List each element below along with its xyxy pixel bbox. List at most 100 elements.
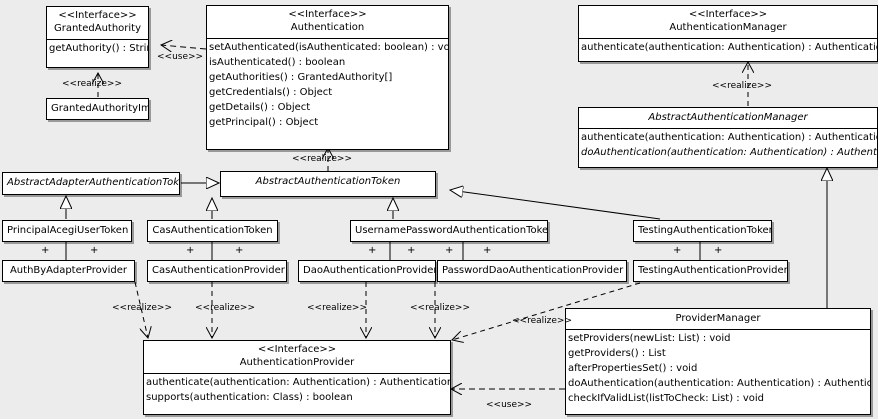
operation-item: getAuthorities() : GrantedAuthority[] xyxy=(209,72,393,83)
class-header-principal-acegi-user-token: PrincipalAcegiUserToken xyxy=(3,221,131,241)
operation-item: getAuthority() : String xyxy=(49,43,148,54)
edge-label-realize-abstract-authentication-token: <<realize>> xyxy=(292,154,352,164)
stereotype-label: <<Interface>> xyxy=(257,344,337,355)
class-header-dao-authentication-provider: DaoAuthenticationProvider xyxy=(299,261,435,281)
class-name-label: AuthByAdapterProvider xyxy=(9,265,128,276)
operation-item: isAuthenticated() : boolean xyxy=(209,57,346,68)
edge-label-realize-password-dao-authentication-provider: <<realize>> xyxy=(410,303,470,313)
operation-item: getProviders() : List xyxy=(568,348,666,359)
class-box-authentication-manager[interactable]: <<Interface>> AuthenticationManager auth… xyxy=(578,5,878,62)
class-header-abstract-authentication-token: AbstractAuthenticationToken xyxy=(221,172,435,192)
operations-compartment: authenticate(authentication: Authenticat… xyxy=(144,373,450,406)
class-name-label: Authentication xyxy=(290,22,365,33)
edge-label-realize-granted-authority-impl: <<realize>> xyxy=(62,79,122,89)
edge-label-realize-cas-authentication-provider: <<realize>> xyxy=(195,303,255,313)
class-name-label: TestingAuthenticationToken xyxy=(638,225,771,236)
association-marker: + xyxy=(407,245,416,256)
class-box-cas-authentication-token[interactable]: CasAuthenticationToken xyxy=(147,220,278,242)
class-box-testing-authentication-provider[interactable]: TestingAuthenticationProvider xyxy=(633,260,788,282)
class-box-granted-authority-impl[interactable]: GrantedAuthorityImpl xyxy=(46,98,149,120)
class-name-label: AuthenticationProvider xyxy=(239,357,355,368)
class-box-testing-authentication-token[interactable]: TestingAuthenticationToken xyxy=(633,220,772,242)
operation-item: getPrincipal() : Object xyxy=(209,117,319,128)
class-header-authentication-manager: <<Interface>> AuthenticationManager xyxy=(579,6,877,38)
class-box-provider-manager[interactable]: ProviderManager setProviders(newList: Li… xyxy=(565,308,871,415)
operation-item: authenticate(authentication: Authenticat… xyxy=(146,377,450,388)
class-box-abstract-authentication-manager[interactable]: AbstractAuthenticationManager authentica… xyxy=(578,107,878,168)
class-header-granted-authority-impl: GrantedAuthorityImpl xyxy=(47,99,148,119)
operation-item: doAuthentication(authentication: Authent… xyxy=(581,147,877,158)
class-header-testing-authentication-token: TestingAuthenticationToken xyxy=(634,221,771,241)
class-name-label: TestingAuthenticationProvider xyxy=(638,265,787,276)
class-name-label: ProviderManager xyxy=(675,313,761,324)
association-marker: + xyxy=(445,245,454,256)
edge-label-realize-auth-by-adapter-provider: <<realize>> xyxy=(112,303,172,313)
class-name-label: CasAuthenticationProvider xyxy=(152,265,285,276)
class-name-label: GrantedAuthorityImpl xyxy=(51,103,148,114)
operations-compartment: authenticate(authentication: Authenticat… xyxy=(579,38,877,56)
operation-item: authenticate(authentication: Authenticat… xyxy=(581,42,877,53)
class-name-label: AuthenticationManager xyxy=(669,22,787,33)
class-header-cas-authentication-provider: CasAuthenticationProvider xyxy=(148,261,286,281)
association-marker: + xyxy=(235,245,244,256)
class-name-label: PrincipalAcegiUserToken xyxy=(7,225,129,236)
operation-item: supports(authentication: Class) : boolea… xyxy=(146,392,353,403)
edge-label-realize-abstract-authentication-manager: <<realize>> xyxy=(712,81,772,91)
association-marker: + xyxy=(673,245,682,256)
class-box-username-password-authentication-token[interactable]: UsernamePasswordAuthenticationToken xyxy=(350,220,548,242)
operation-item: setAuthenticated(isAuthenticated: boolea… xyxy=(209,42,448,53)
class-box-principal-acegi-user-token[interactable]: PrincipalAcegiUserToken xyxy=(2,220,132,242)
class-name-label: GrantedAuthority xyxy=(53,23,142,34)
class-header-provider-manager: ProviderManager xyxy=(566,309,870,329)
operations-compartment: authenticate(authentication: Authenticat… xyxy=(579,128,877,161)
class-header-cas-authentication-token: CasAuthenticationToken xyxy=(148,221,277,241)
edge-label-realize-dao-authentication-provider: <<realize>> xyxy=(307,303,367,313)
class-header-auth-by-adapter-provider: AuthByAdapterProvider xyxy=(3,261,134,281)
operations-compartment: setProviders(newList: List) : void getPr… xyxy=(566,329,870,407)
class-name-label: PasswordDaoAuthenticationProvider xyxy=(442,265,624,276)
class-box-abstract-adapter-authentication-token[interactable]: AbstractAdapterAuthenticationToken xyxy=(2,172,180,195)
association-marker: + xyxy=(90,245,99,256)
class-box-authentication-provider[interactable]: <<Interface>> AuthenticationProvider aut… xyxy=(143,340,451,415)
operation-item: checkIfValidList(listToCheck: List) : vo… xyxy=(568,393,765,404)
class-box-authentication[interactable]: <<Interface>> Authentication setAuthenti… xyxy=(206,5,449,150)
class-header-abstract-authentication-manager: AbstractAuthenticationManager xyxy=(579,108,877,128)
operation-item: getCredentials() : Object xyxy=(209,87,333,98)
class-header-granted-authority: <<Interface>> GrantedAuthority xyxy=(47,7,148,39)
class-box-auth-by-adapter-provider[interactable]: AuthByAdapterProvider xyxy=(2,260,135,282)
operation-item: getDetails() : Object xyxy=(209,102,311,113)
edge-label-realize-testing-authentication-provider: <<realize>> xyxy=(512,316,572,326)
association-marker: + xyxy=(186,245,195,256)
operation-item: setProviders(newList: List) : void xyxy=(568,333,731,344)
class-box-granted-authority[interactable]: <<Interface>> GrantedAuthority getAuthor… xyxy=(46,6,149,68)
class-name-label: AbstractAdapterAuthenticationToken xyxy=(7,177,179,188)
association-marker: + xyxy=(714,245,723,256)
class-box-password-dao-authentication-provider[interactable]: PasswordDaoAuthenticationProvider xyxy=(437,260,627,282)
association-marker: + xyxy=(41,245,50,256)
class-header-authentication: <<Interface>> Authentication xyxy=(207,6,448,38)
class-name-label: UsernamePasswordAuthenticationToken xyxy=(355,225,547,236)
class-header-password-dao-authentication-provider: PasswordDaoAuthenticationProvider xyxy=(438,261,626,281)
class-name-label: AbstractAuthenticationToken xyxy=(255,176,401,187)
operations-compartment: setAuthenticated(isAuthenticated: boolea… xyxy=(207,38,448,131)
class-name-label: CasAuthenticationToken xyxy=(152,225,273,236)
class-header-testing-authentication-provider: TestingAuthenticationProvider xyxy=(634,261,787,281)
class-box-cas-authentication-provider[interactable]: CasAuthenticationProvider xyxy=(147,260,287,282)
stereotype-label: <<Interface>> xyxy=(58,10,137,21)
stereotype-label: <<Interface>> xyxy=(688,9,768,20)
class-header-authentication-provider: <<Interface>> AuthenticationProvider xyxy=(144,341,450,373)
association-marker: + xyxy=(368,245,377,256)
class-box-abstract-authentication-token[interactable]: AbstractAuthenticationToken xyxy=(220,171,436,197)
stereotype-label: <<Interface>> xyxy=(288,9,367,20)
class-header-username-password-authentication-token: UsernamePasswordAuthenticationToken xyxy=(351,221,547,241)
operations-compartment: getAuthority() : String xyxy=(47,39,148,57)
class-name-label: AbstractAuthenticationManager xyxy=(648,112,808,123)
class-box-dao-authentication-provider[interactable]: DaoAuthenticationProvider xyxy=(298,260,436,282)
edge-label-use-authentication-granted-authority: <<use>> xyxy=(157,52,204,62)
association-marker: + xyxy=(483,245,492,256)
operation-item: doAuthentication(authentication: Authent… xyxy=(568,378,870,389)
operation-item: afterPropertiesSet() : void xyxy=(568,363,698,374)
class-header-abstract-adapter-authentication-token: AbstractAdapterAuthenticationToken xyxy=(3,173,179,193)
class-name-label: DaoAuthenticationProvider xyxy=(303,265,435,276)
